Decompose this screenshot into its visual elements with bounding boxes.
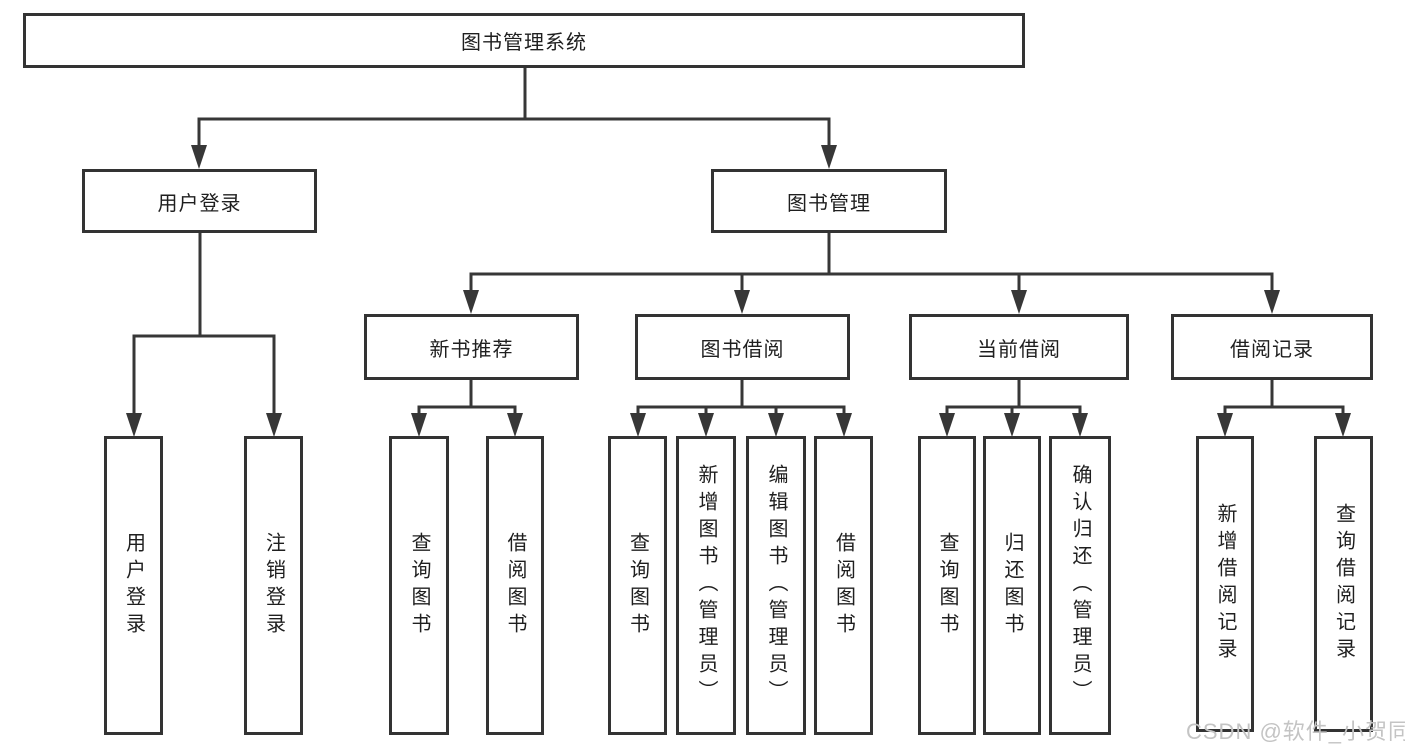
node-library-management-system: 图书管理系统 xyxy=(23,13,1025,68)
leaf-current-confirm-return-admin: 确认归还（管理员） xyxy=(1049,436,1111,735)
arrow-down-icon xyxy=(630,413,852,437)
node-book-management: 图书管理 xyxy=(711,169,947,233)
connector-book-management-to-level3 xyxy=(463,231,1280,314)
arrow-down-icon xyxy=(191,145,837,169)
connector-new-book-recommend-to-leaves xyxy=(411,378,523,437)
connector-current-borrow-to-leaves xyxy=(939,378,1088,437)
connector-path xyxy=(469,231,1274,310)
leaf-user-login: 用户登录 xyxy=(104,436,163,735)
leaf-records-add-record: 新增借阅记录 xyxy=(1196,436,1254,732)
connector-path xyxy=(636,378,846,433)
node-borrow-records: 借阅记录 xyxy=(1171,314,1373,380)
connector-path xyxy=(1223,378,1345,433)
arrow-down-icon xyxy=(411,413,523,437)
leaf-recommend-borrow-books: 借阅图书 xyxy=(486,436,544,735)
leaf-records-query-record: 查询借阅记录 xyxy=(1314,436,1373,732)
leaf-borrow-edit-books-admin: 编辑图书（管理员） xyxy=(746,436,806,735)
connector-path xyxy=(417,378,517,433)
arrow-down-icon xyxy=(126,413,282,437)
leaf-borrow-query-books: 查询图书 xyxy=(608,436,667,735)
arrow-down-icon xyxy=(463,290,1280,314)
leaf-borrow-add-books-admin: 新增图书（管理员） xyxy=(676,436,736,735)
node-current-borrow: 当前借阅 xyxy=(909,314,1129,380)
node-new-book-recommend: 新书推荐 xyxy=(364,314,579,380)
leaf-recommend-query-books: 查询图书 xyxy=(389,436,449,735)
connector-user-login-to-leaves xyxy=(126,231,282,437)
watermark: CSDN @软件_小贺同学 xyxy=(1186,719,1405,744)
node-user-login-group: 用户登录 xyxy=(82,169,317,233)
connector-book-borrow-to-leaves xyxy=(630,378,852,437)
leaf-current-return-books: 归还图书 xyxy=(983,436,1041,735)
connector-path xyxy=(197,66,831,165)
leaf-current-query-books: 查询图书 xyxy=(918,436,976,735)
connector-borrow-records-to-leaves xyxy=(1217,378,1351,437)
leaf-logout: 注销登录 xyxy=(244,436,303,735)
leaf-borrow-borrow-books: 借阅图书 xyxy=(814,436,873,735)
node-book-borrow: 图书借阅 xyxy=(635,314,850,380)
connector-path xyxy=(132,231,276,433)
arrow-down-icon xyxy=(939,413,1088,437)
connector-root-to-level2 xyxy=(191,66,837,169)
arrow-down-icon xyxy=(1217,413,1351,437)
